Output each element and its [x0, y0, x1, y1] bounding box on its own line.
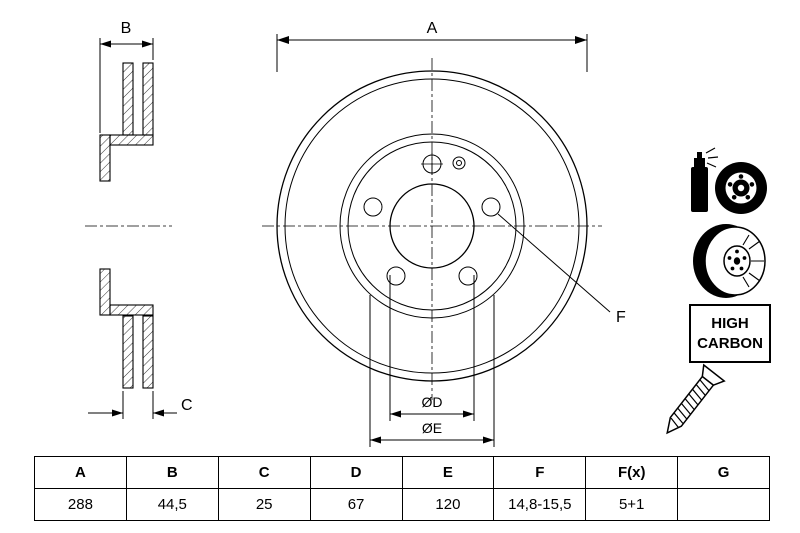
dim-a: A	[276, 20, 588, 72]
header-a: A	[34, 456, 127, 489]
dim-label-e: ØE	[422, 420, 442, 436]
hub-face	[99, 268, 111, 316]
dim-label-f: F	[616, 309, 626, 326]
header-d: D	[309, 456, 403, 489]
high-carbon-line2: CARBON	[697, 335, 763, 352]
hat-plate	[109, 304, 154, 316]
dimension-table-value-row: 288 44,5 25 67 120 14,8-15,5 5+1	[34, 488, 770, 521]
brake-disc-icon	[693, 224, 766, 298]
bolt-hole	[363, 197, 383, 217]
vent-slots	[742, 234, 764, 288]
high-carbon-line1: HIGH	[711, 315, 749, 332]
value-f: 14,8-15,5	[493, 488, 587, 521]
dim-label-c: C	[181, 397, 193, 414]
dim-c: C	[88, 391, 193, 419]
dim-f: F	[497, 213, 626, 326]
header-fx: F(x)	[585, 456, 679, 489]
coated-disc-symbol	[715, 162, 767, 214]
header-b: B	[125, 456, 219, 489]
friction-plate	[122, 315, 134, 389]
hat-plate	[109, 134, 154, 146]
friction-plate	[142, 315, 154, 389]
high-carbon-badge: HIGH CARBON	[689, 304, 771, 363]
front-view	[262, 58, 602, 400]
header-e: E	[401, 456, 495, 489]
technical-drawing-page: B C A	[34, 20, 771, 521]
bolt-hole	[458, 266, 478, 286]
value-fx: 5+1	[585, 488, 679, 521]
value-c: 25	[217, 488, 311, 521]
dim-label-b: B	[121, 20, 132, 37]
header-f: F	[493, 456, 587, 489]
dim-d: ØD	[389, 275, 475, 421]
friction-plate	[122, 62, 134, 136]
hub-face	[99, 134, 111, 182]
screw-icon	[666, 363, 726, 435]
dimension-table: A B C D E F F(x) G 288 44,5 25 67 120 14…	[34, 456, 770, 521]
header-g: G	[677, 456, 770, 489]
value-e: 120	[401, 488, 495, 521]
pin-hole	[452, 156, 466, 170]
pin-hole	[456, 160, 462, 166]
value-a: 288	[34, 488, 127, 521]
value-g	[677, 488, 770, 521]
dim-b: B	[99, 20, 154, 133]
dim-label-d: ØD	[422, 394, 443, 410]
value-b: 44,5	[125, 488, 219, 521]
dimension-table-header-row: A B C D E F F(x) G	[34, 456, 770, 489]
bolt-hole	[386, 266, 406, 286]
dim-label-a: A	[427, 20, 438, 37]
spray-can-icon	[691, 147, 719, 212]
value-d: 67	[309, 488, 403, 521]
bolt-hole	[481, 197, 501, 217]
header-c: C	[217, 456, 311, 489]
dim-e: ØE	[369, 295, 495, 447]
friction-plate	[142, 62, 154, 136]
brake-disc-drawing: B C A	[85, 20, 771, 447]
coated-disc-icon	[691, 147, 767, 214]
side-view-section	[85, 62, 172, 389]
